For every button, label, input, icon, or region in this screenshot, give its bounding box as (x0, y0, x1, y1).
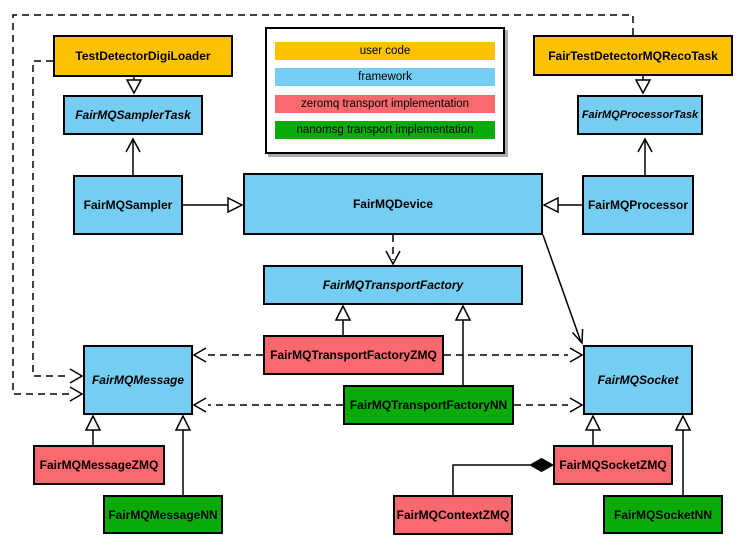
legend-label: user code (359, 44, 411, 57)
edge-inheritance-sampler-device (183, 196, 244, 214)
edge-inheritance-messagenn-message (174, 414, 192, 495)
legend-item-user-code: user code (275, 41, 495, 60)
edge-inheritance-tfnn-transportfactory (454, 304, 472, 385)
edge-dependency-tfnn-socket (514, 397, 584, 413)
edge-dependency-tfzmq-socket (444, 347, 584, 363)
edge-inheritance-processor-device (542, 196, 582, 214)
edge-dependency-tfnn-message (192, 397, 343, 413)
node-fairmqprocessor: FairMQProcessor (582, 175, 694, 235)
legend-label: framework (358, 71, 412, 84)
legend-label: zeromq transport implementation (300, 97, 470, 110)
node-fairmqsocketnn: FairMQSocketNN (603, 495, 723, 534)
edge-association-sampler-samplertask (125, 137, 141, 175)
legend-label: nanomsg transport implementation (296, 124, 474, 137)
node-fairmqsocketzmq: FairMQSocketZMQ (553, 445, 673, 485)
edge-association-device-socket (542, 234, 584, 345)
node-fairmqdevice: FairMQDevice (243, 173, 543, 235)
edge-composition-contextzmq-socketzmq (452, 457, 555, 495)
edge-inheritance-socketzmq-socket (584, 414, 602, 445)
legend: user code framework zeromq transport imp… (265, 27, 505, 154)
edge-inheritance-tfzmq-transportfactory (334, 304, 352, 335)
node-testdetectordigiloader: TestDetectorDigiLoader (53, 35, 233, 77)
edge-dependency-device-transportfactory (385, 235, 401, 266)
node-fairmqtransportfactoryzmq: FairMQTransportFactoryZMQ (263, 335, 444, 375)
edge-inheritance-digiloader-samplertask (125, 77, 143, 95)
node-fairmqmessagenn: FairMQMessageNN (103, 495, 223, 534)
node-fairmqcontextzmq: FairMQContextZMQ (393, 495, 513, 535)
node-fairmqtransportfactory: FairMQTransportFactory (263, 265, 523, 305)
node-fairmqmessage: FairMQMessage (83, 345, 193, 415)
edge-inheritance-messagezmq-message (84, 414, 102, 445)
edge-inheritance-socketnn-socket (674, 414, 692, 495)
edge-dependency-tfzmq-message (192, 347, 263, 363)
node-fairmqprocessortask: FairMQProcessorTask (577, 95, 703, 135)
edge-dependency-recotask-message (12, 14, 634, 402)
legend-item-nanomsg: nanomsg transport implementation (275, 121, 495, 140)
edge-association-processor-processortask (637, 137, 653, 175)
node-fairmqsampler: FairMQSampler (73, 175, 183, 235)
legend-item-framework: framework (275, 68, 495, 87)
legend-item-zeromq: zeromq transport implementation (275, 94, 495, 113)
node-fairmqsocket: FairMQSocket (583, 345, 693, 415)
node-fairmqtransportfactorynn: FairMQTransportFactoryNN (343, 385, 514, 425)
edge-dependency-digiloader-message (32, 60, 84, 384)
edge-inheritance-recotask-processortask (634, 76, 652, 95)
node-fairtestdetectormqrecotask: FairTestDetectorMQRecoTask (533, 35, 733, 76)
node-fairmqsamplertask: FairMQSamplerTask (63, 95, 203, 135)
node-fairmqmessagezmq: FairMQMessageZMQ (33, 445, 165, 485)
